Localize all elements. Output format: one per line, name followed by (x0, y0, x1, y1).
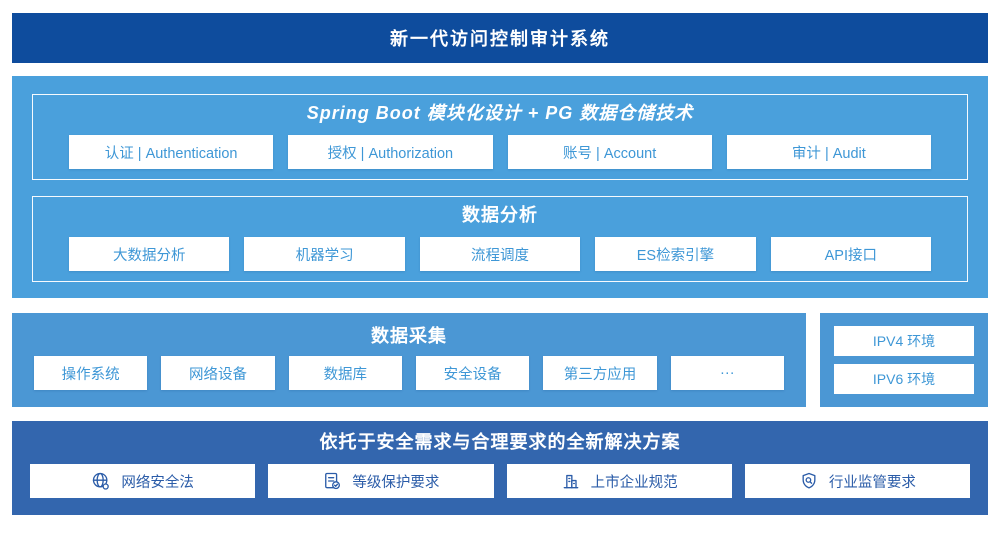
spring-boot-title: Spring Boot 模块化设计 + PG 数据仓储技术 (306, 103, 694, 123)
regulation-cybersecurity-law: 网络安全法 (30, 464, 256, 498)
module-machine-learning: 机器学习 (244, 237, 405, 271)
regulation-row: 网络安全法 等级保护要求 (30, 464, 970, 498)
building-icon (561, 471, 581, 491)
module-authentication: 认证 | Authentication (69, 135, 274, 169)
regulation-classified-protection: 等级保护要求 (268, 464, 494, 498)
module-account: 账号 | Account (507, 135, 712, 169)
source-network-device: 网络设备 (161, 356, 275, 390)
source-row: 操作系统 网络设备 数据库 安全设备 第三方应用 ··· (34, 356, 784, 390)
data-analysis-panel: 数据分析 大数据分析 机器学习 流程调度 ES检索引擎 API接口 (32, 196, 968, 282)
globe-icon (91, 471, 111, 491)
architecture-section: Spring Boot 模块化设计 + PG 数据仓储技术 认证 | Authe… (12, 76, 988, 298)
data-collection-section: 数据采集 操作系统 网络设备 数据库 安全设备 第三方应用 ··· IPV4 环… (12, 313, 988, 407)
regulation-industry-supervision: 行业监管要求 (744, 464, 970, 498)
regulation-label: 网络安全法 (121, 474, 194, 491)
system-title-banner: 新一代访问控制审计系统 (12, 13, 988, 63)
system-title: 新一代访问控制审计系统 (390, 29, 610, 49)
source-security-device: 安全设备 (415, 356, 530, 390)
env-ipv6: IPV6 环境 (834, 364, 974, 394)
environment-panel: IPV4 环境 IPV6 环境 (820, 313, 988, 407)
source-database: 数据库 (288, 356, 402, 390)
auth-module-row: 认证 | Authentication 授权 | Authorization 账… (69, 135, 931, 169)
analysis-module-row: 大数据分析 机器学习 流程调度 ES检索引擎 API接口 (69, 237, 932, 271)
solution-section: 依托于安全需求与合理要求的全新解决方案 网络安全法 (12, 421, 988, 515)
regulation-label: 上市企业规范 (590, 474, 678, 491)
data-analysis-title: 数据分析 (462, 205, 538, 225)
spring-boot-panel: Spring Boot 模块化设计 + PG 数据仓储技术 认证 | Authe… (32, 94, 968, 180)
module-authorization: 授权 | Authorization (288, 135, 493, 169)
architecture-diagram: 新一代访问控制审计系统 Spring Boot 模块化设计 + PG 数据仓储技… (0, 13, 1000, 542)
env-ipv4: IPV4 环境 (834, 326, 974, 356)
module-workflow: 流程调度 (419, 237, 581, 271)
regulation-listed-company: 上市企业规范 (506, 464, 732, 498)
regulation-label: 等级保护要求 (352, 474, 440, 491)
data-collection-panel: 数据采集 操作系统 网络设备 数据库 安全设备 第三方应用 ··· (12, 313, 806, 407)
module-audit: 审计 | Audit (726, 135, 931, 169)
source-os: 操作系统 (34, 356, 148, 390)
source-ellipsis: ··· (670, 356, 784, 390)
module-es-search: ES检索引擎 (595, 237, 756, 271)
regulation-label: 行业监管要求 (828, 474, 916, 491)
shield-search-icon (799, 471, 819, 491)
solution-title: 依托于安全需求与合理要求的全新解决方案 (319, 432, 681, 452)
module-big-data: 大数据分析 (69, 237, 230, 271)
document-check-icon (322, 471, 342, 491)
module-api: API接口 (770, 237, 932, 271)
data-collection-title: 数据采集 (371, 326, 447, 346)
source-third-party: 第三方应用 (543, 356, 657, 390)
